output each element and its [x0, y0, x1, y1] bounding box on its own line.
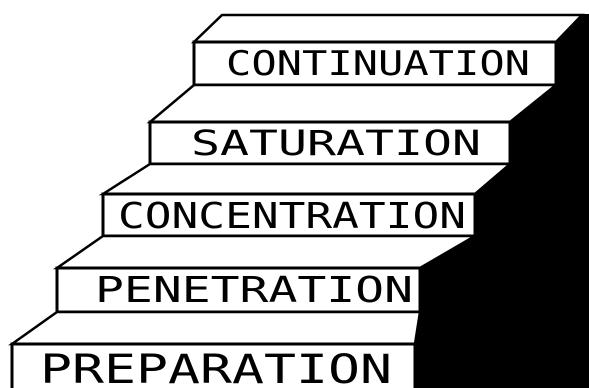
step-label-continuation: CONTINUATION: [226, 44, 530, 84]
step-penetration: PENETRATION: [57, 236, 475, 312]
step-label-penetration: PENETRATION: [95, 270, 413, 311]
step-top-face: [194, 15, 582, 42]
step-saturation: SATURATION: [150, 85, 556, 164]
step-top-face: [150, 85, 556, 122]
step-concentration: CONCENTRATION: [103, 164, 510, 237]
step-top-face: [57, 236, 475, 268]
step-continuation: CONTINUATION: [194, 15, 582, 85]
step-preparation: PREPARATION: [12, 312, 420, 388]
step-label-saturation: SATURATION: [191, 124, 481, 164]
step-top-face: [12, 312, 420, 344]
step-label-concentration: CONCENTRATION: [118, 196, 466, 237]
step-label-preparation: PREPARATION: [40, 347, 392, 388]
step-top-face: [103, 164, 510, 194]
